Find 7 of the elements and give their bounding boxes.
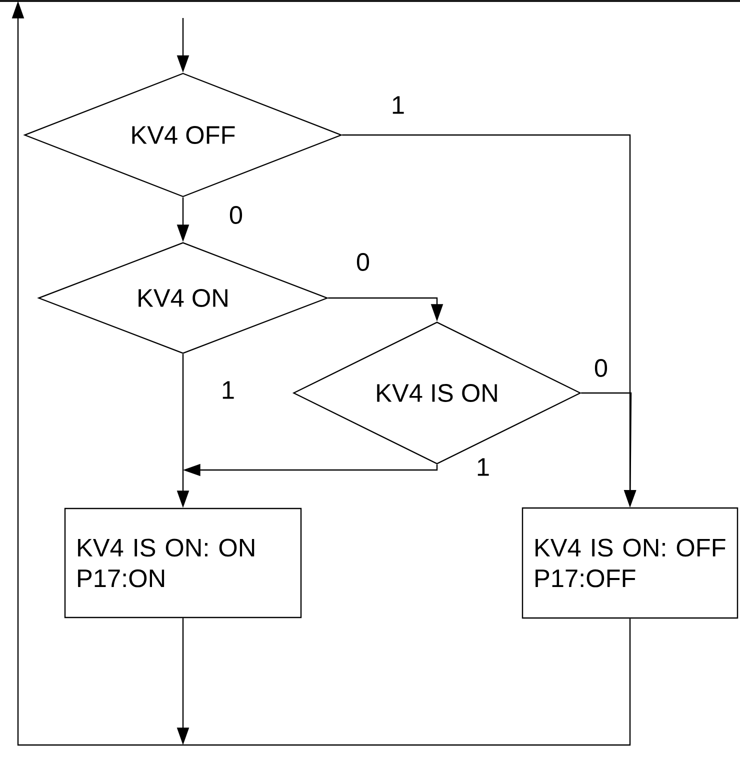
process-box: KV4 IS ON: OFF P17:OFF xyxy=(522,507,738,619)
process-box: KV4 IS ON: ON P17:ON xyxy=(64,508,302,618)
edge-label: 0 xyxy=(228,204,244,226)
edge-label: 1 xyxy=(390,94,406,116)
edge-label: 0 xyxy=(592,358,610,378)
edge-label: 1 xyxy=(220,380,236,400)
edge-label: 0 xyxy=(354,252,372,272)
